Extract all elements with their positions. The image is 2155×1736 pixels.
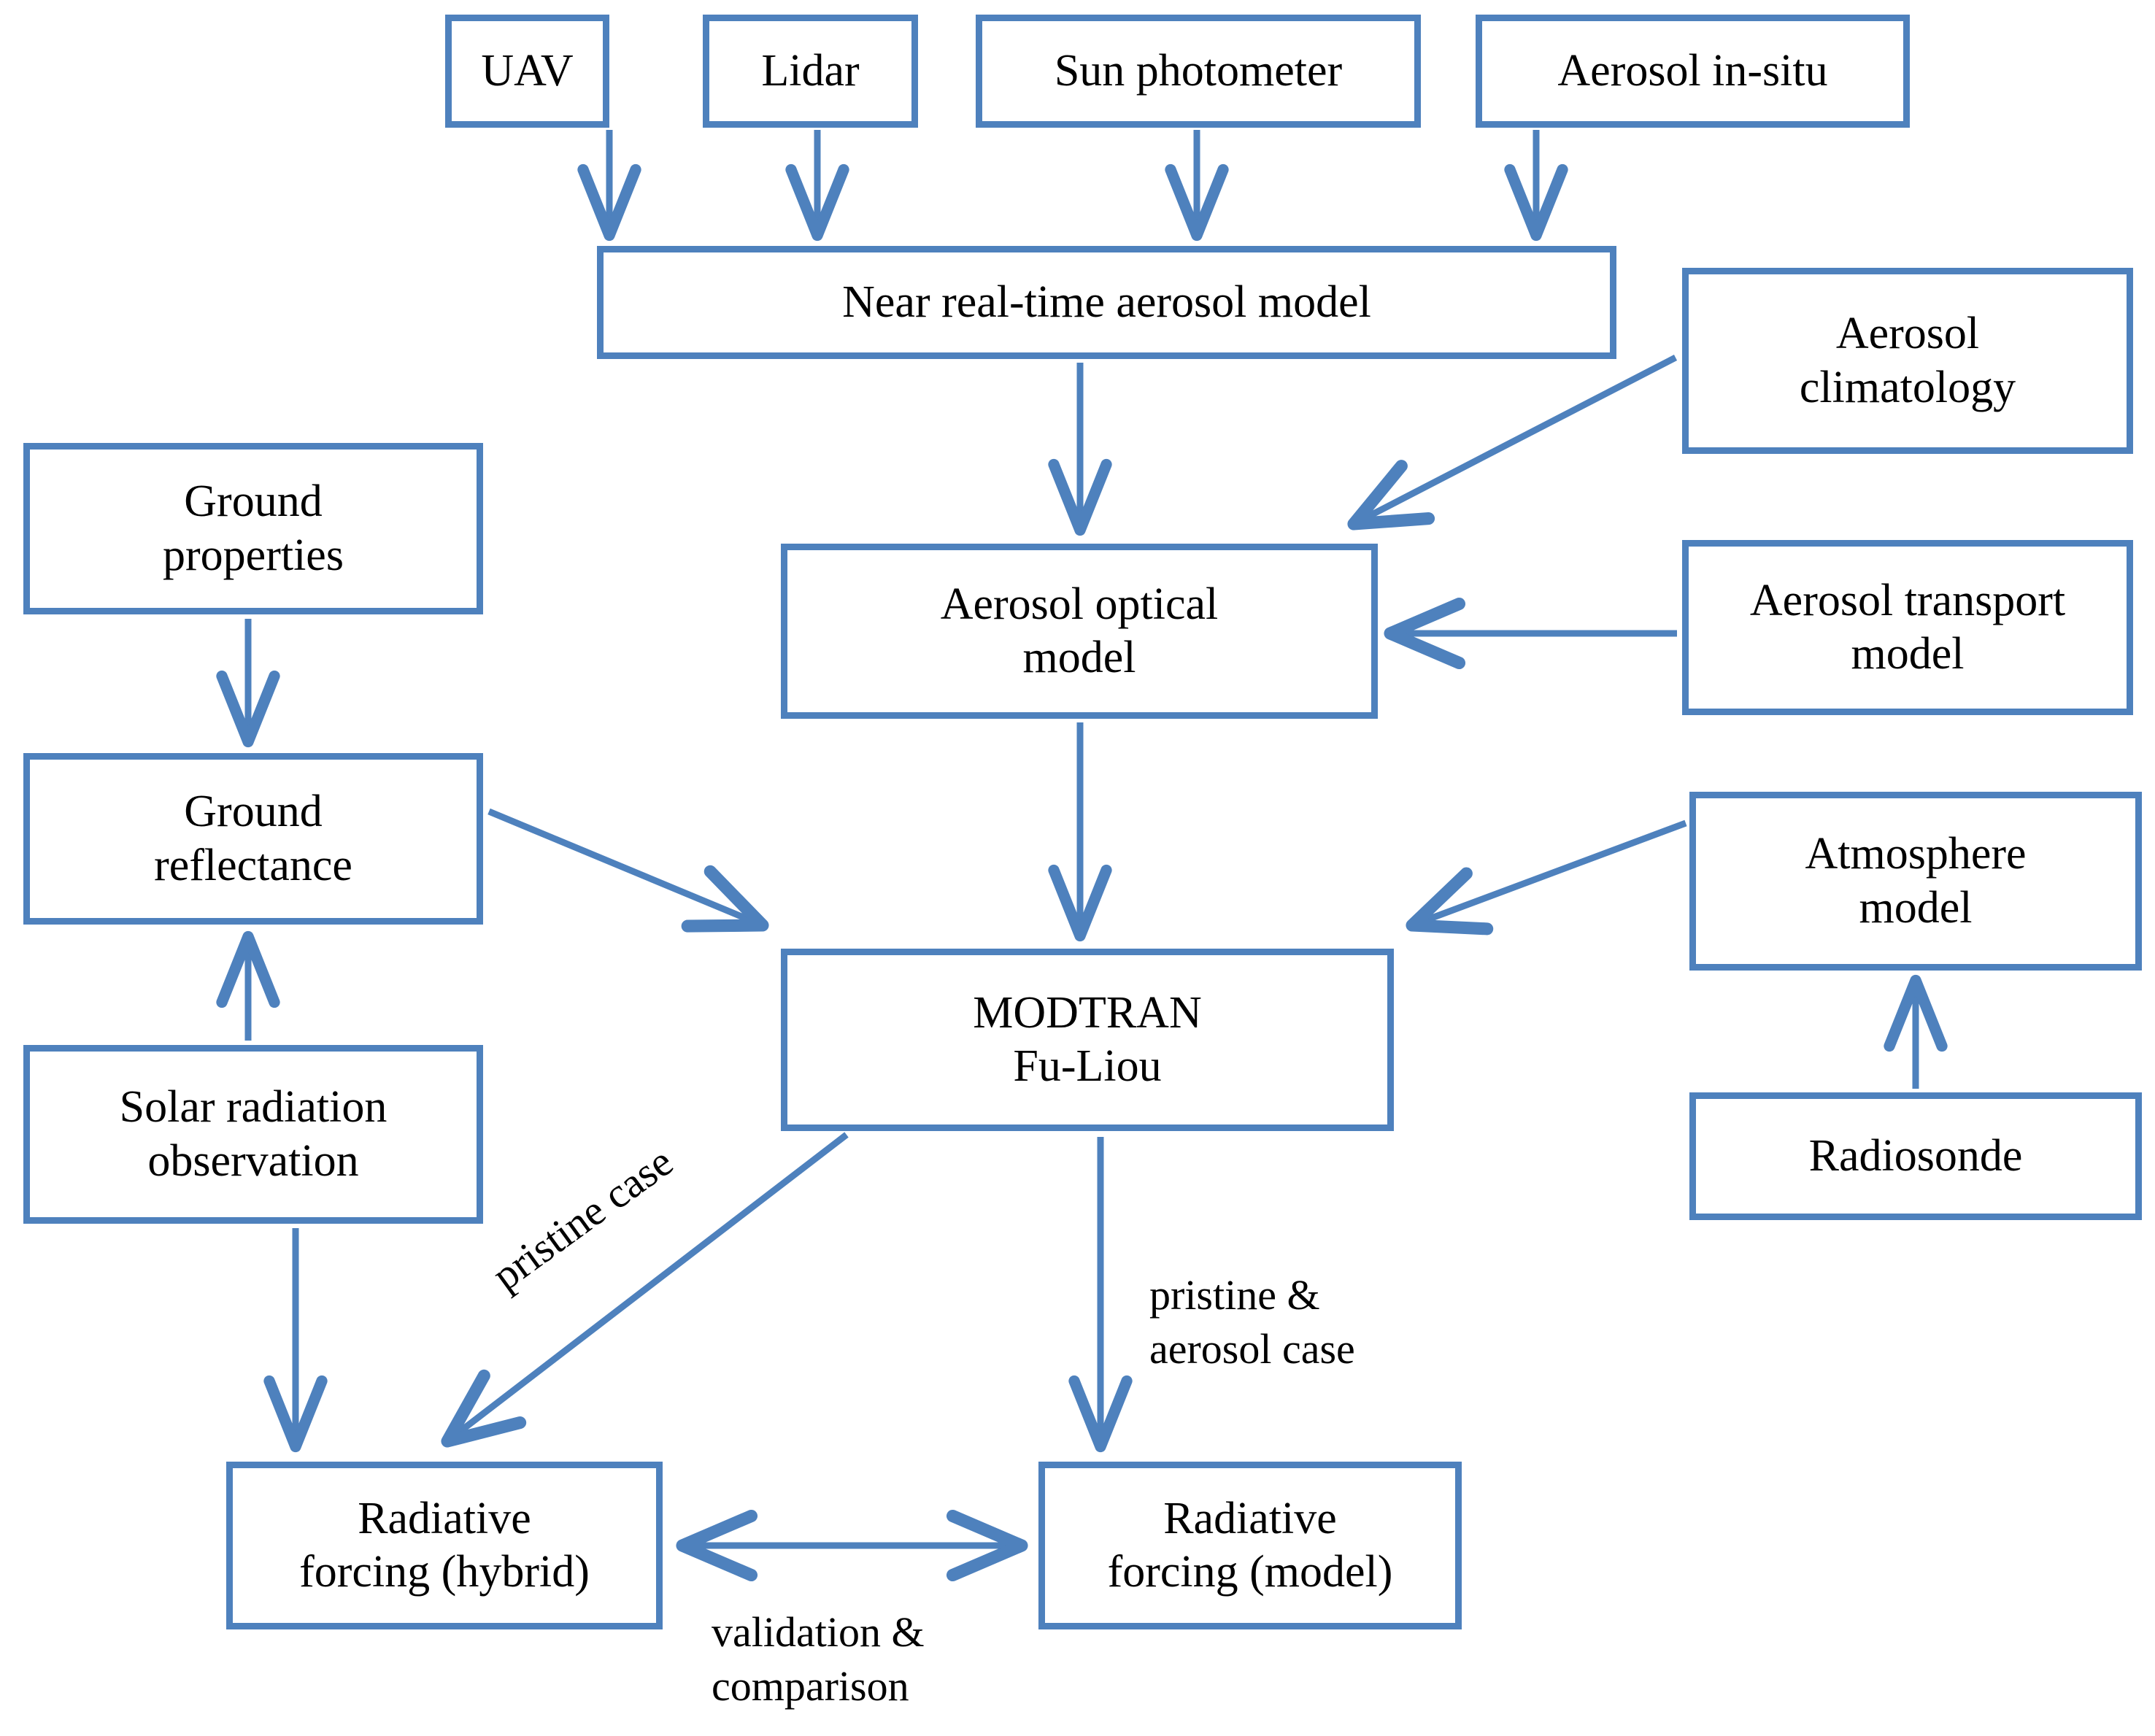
node-ground-properties[interactable]: Ground properties [23,443,483,614]
node-sun-photometer[interactable]: Sun photometer [976,15,1421,128]
node-radiosonde[interactable]: Radiosonde [1689,1092,2142,1220]
node-near-real-time-aerosol-model[interactable]: Near real-time aerosol model [597,246,1616,359]
edge-label-validation-and-comparison: validation & comparison [712,1608,925,1710]
edge-label-pristine-and-aerosol-case: pristine & aerosol case [1149,1271,1355,1373]
edge-atmospheremodel-to-modtran [1406,819,1687,935]
edge-climatology-to-opticalmodel [1347,355,1678,531]
node-radiative-forcing-model[interactable]: Radiative forcing (model) [1038,1462,1462,1629]
node-ground-reflectance[interactable]: Ground reflectance [23,753,483,925]
edge-groundreflectance-to-modtran [487,808,769,933]
node-modtran-fu-liou[interactable]: MODTRAN Fu-Liou [781,949,1394,1131]
node-aerosol-climatology[interactable]: Aerosol climatology [1682,268,2133,454]
edge-modtran-to-rfhybrid [441,1132,849,1448]
node-uav[interactable]: UAV [445,15,609,128]
node-aerosol-transport-model[interactable]: Aerosol transport model [1682,540,2133,715]
node-aerosol-in-situ[interactable]: Aerosol in-situ [1476,15,1910,128]
node-radiative-forcing-hybrid[interactable]: Radiative forcing (hybrid) [226,1462,663,1629]
node-atmosphere-model[interactable]: Atmosphere model [1689,792,2142,971]
node-lidar[interactable]: Lidar [703,15,918,128]
node-solar-radiation-observation[interactable]: Solar radiation observation [23,1045,483,1224]
node-aerosol-optical-model[interactable]: Aerosol optical model [781,544,1378,719]
